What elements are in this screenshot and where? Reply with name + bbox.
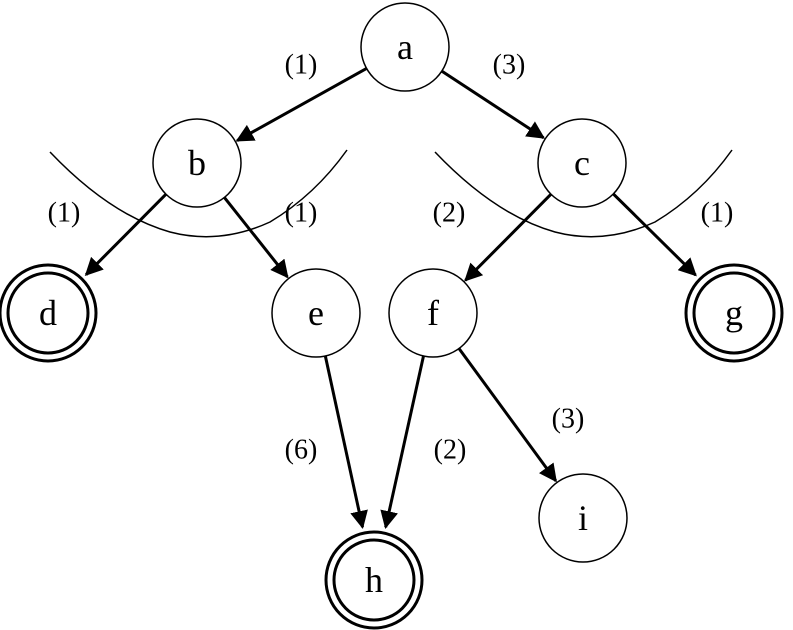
edge-b-d — [84, 193, 168, 276]
node-label-d: d — [39, 293, 57, 333]
cut-curve-right — [434, 149, 733, 238]
edge-label-a-c: (3) — [493, 50, 526, 81]
edge-b-e — [223, 196, 289, 279]
goal-ring-d — [0, 263, 98, 363]
edge-label-b-d: (1) — [48, 198, 81, 229]
edge-label-b-e: (1) — [285, 198, 318, 229]
node-f: f — [388, 268, 478, 358]
node-circle-g — [692, 271, 776, 355]
edge-a-b — [235, 67, 368, 142]
node-label-h: h — [365, 560, 383, 600]
node-circle-b — [152, 118, 242, 208]
edge-label-a-b: (1) — [285, 50, 318, 81]
edge-e-h — [323, 355, 368, 529]
node-b: b — [152, 118, 242, 208]
edges-layer: (1) (3) (1) (1) (2) (1) (6) (2) (3) — [48, 50, 734, 530]
node-label-e: e — [308, 293, 324, 333]
node-h: h — [324, 530, 424, 630]
edge-c-g — [612, 192, 697, 277]
node-label-c: c — [574, 143, 590, 183]
edge-a-c — [440, 69, 546, 140]
edge-f-h — [380, 355, 425, 530]
node-d: d — [0, 263, 98, 363]
node-a: a — [360, 2, 450, 92]
node-circle-i — [538, 473, 628, 563]
node-label-g: g — [725, 293, 743, 333]
node-circle-c — [537, 118, 627, 208]
goal-ring-h — [324, 530, 424, 630]
node-label-f: f — [427, 293, 439, 333]
edge-c-f — [464, 193, 553, 282]
node-label-b: b — [188, 143, 206, 183]
edge-f-i — [457, 347, 558, 483]
node-circle-f — [388, 268, 478, 358]
node-circle-h — [332, 538, 416, 622]
edge-label-f-h: (2) — [434, 435, 467, 466]
cut-curve-left — [49, 149, 348, 238]
node-g: g — [684, 263, 784, 363]
goal-ring-g — [684, 263, 784, 363]
node-i: i — [538, 473, 628, 563]
edge-label-c-g: (1) — [701, 198, 734, 229]
node-c: c — [537, 118, 627, 208]
node-label-a: a — [397, 27, 413, 67]
edge-label-f-i: (3) — [552, 404, 585, 435]
node-e: e — [271, 268, 361, 358]
node-circle-a — [360, 2, 450, 92]
edge-label-e-h: (6) — [285, 435, 318, 466]
edge-label-c-f: (2) — [433, 198, 466, 229]
node-circle-d — [6, 271, 90, 355]
node-circle-e — [271, 268, 361, 358]
node-label-i: i — [578, 498, 588, 538]
